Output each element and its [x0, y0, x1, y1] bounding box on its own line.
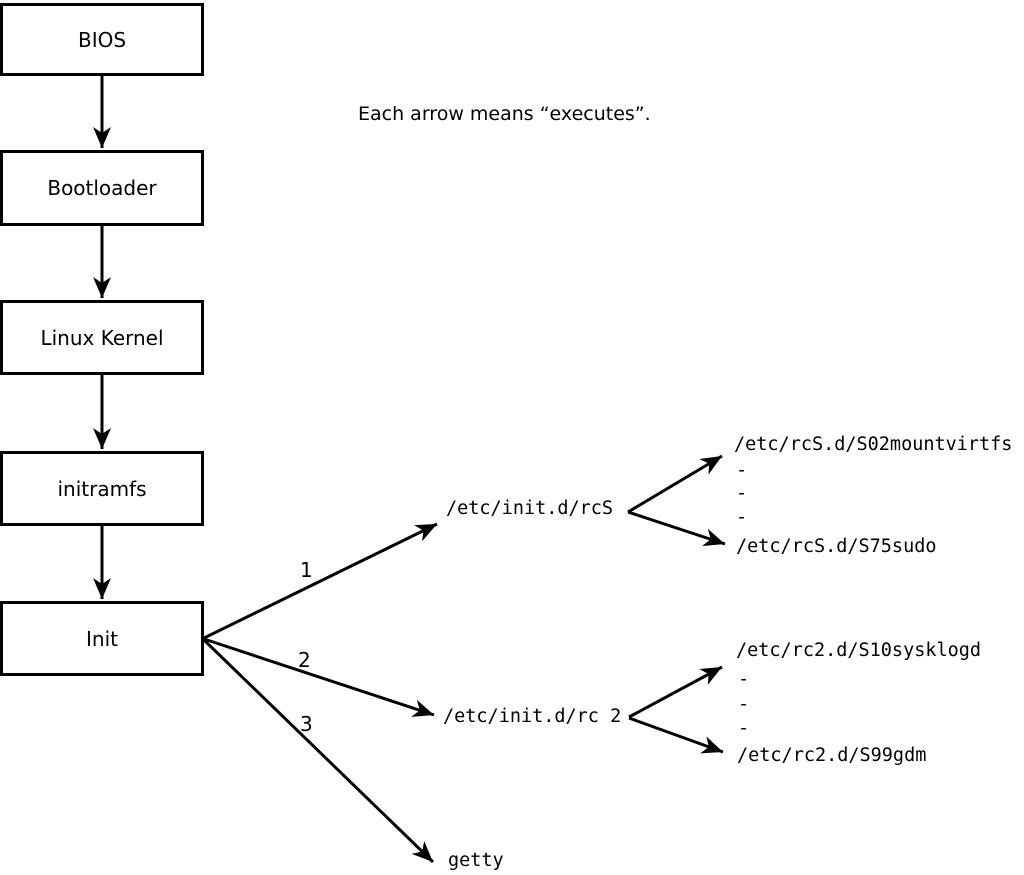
- box-init: Init: [0, 601, 204, 676]
- arrow-rc2-to-s10sysklogd: [628, 665, 723, 719]
- arrow-init-to-rcS: [203, 522, 438, 640]
- ellipsis-dash: -: [738, 718, 750, 739]
- note-executes: Each arrow means “executes”.: [358, 103, 651, 125]
- box-bootloader: Bootloader: [0, 150, 204, 226]
- arrow-number-2: 2: [298, 648, 311, 672]
- box-bootloader-label: Bootloader: [47, 176, 157, 200]
- ellipsis-dash: -: [736, 507, 748, 528]
- arrow-rcS-to-s75sudo: [627, 510, 726, 546]
- ellipsis-dash: -: [736, 460, 748, 481]
- label-etc-rcS-d-s75sudo: /etc/rcS.d/S75sudo: [736, 536, 937, 557]
- label-etc-rc2-d-s99gdm: /etc/rc2.d/S99gdm: [737, 745, 927, 766]
- arrow-number-1: 1: [300, 558, 313, 582]
- arrow-rc2-to-s99gdm: [628, 716, 724, 754]
- label-etc-init-d-rcS: /etc/init.d/rcS: [446, 498, 614, 519]
- arrow-init-to-getty: [202, 638, 435, 864]
- box-linux-kernel: Linux Kernel: [0, 300, 204, 375]
- arrow-number-3: 3: [300, 712, 313, 736]
- ellipsis-dash: -: [736, 483, 748, 504]
- ellipsis-dash: -: [738, 694, 750, 715]
- box-bios: BIOS: [0, 3, 204, 76]
- label-etc-init-d-rc2: /etc/init.d/rc 2: [443, 706, 622, 727]
- ellipsis-dash: -: [738, 669, 750, 690]
- box-init-label: Init: [86, 626, 118, 651]
- arrow-init-to-rc2: [203, 637, 435, 717]
- box-linux-kernel-label: Linux Kernel: [40, 325, 164, 350]
- arrow-rcS-to-s02mountvirtfs: [627, 454, 723, 514]
- box-initramfs-label: initramfs: [57, 476, 147, 501]
- label-etc-rcS-d-s02mountvirtfs: /etc/rcS.d/S02mountvirtfs: [734, 434, 1013, 455]
- box-bios-label: BIOS: [77, 27, 127, 52]
- box-initramfs: initramfs: [0, 451, 204, 526]
- label-etc-rc2-d-s10sysklogd: /etc/rc2.d/S10sysklogd: [736, 640, 982, 661]
- label-getty: getty: [448, 850, 504, 871]
